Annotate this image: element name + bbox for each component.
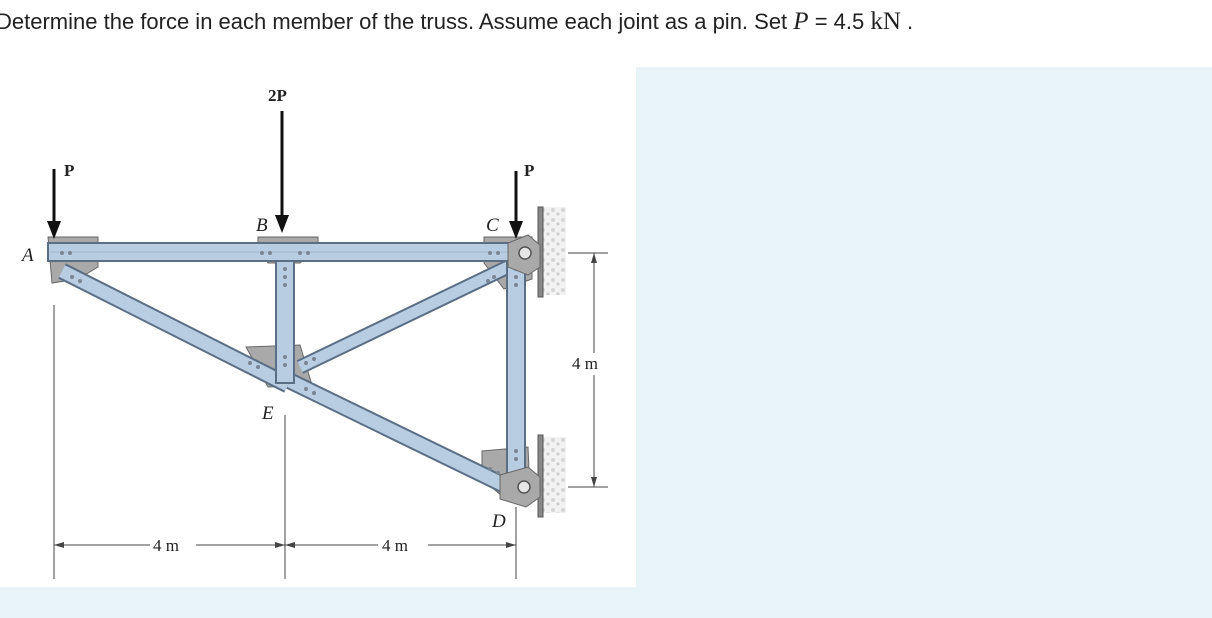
truss-members xyxy=(47,242,526,495)
problem-unit: kN xyxy=(870,8,901,35)
joint-label-e: E xyxy=(261,403,274,424)
joint-label-c: C xyxy=(486,215,499,236)
problem-end: . xyxy=(900,9,914,34)
dim-label-ab: 4 m xyxy=(153,536,179,555)
dim-label-bc: 4 m xyxy=(382,536,408,555)
dimension-lines xyxy=(53,252,608,579)
load-arrowhead-c xyxy=(509,221,523,239)
problem-text: Determine the force in each member of th… xyxy=(0,9,794,34)
load-arrowhead-a xyxy=(47,221,61,239)
load-arrowhead-b xyxy=(275,215,289,233)
load-label-c: P xyxy=(524,161,534,180)
load-label-b: 2P xyxy=(268,86,287,105)
problem-statement: Determine the force in each member of th… xyxy=(0,8,913,36)
load-arrows xyxy=(47,111,523,239)
joint-label-d: D xyxy=(491,511,506,532)
dim-label-cd: 4 m xyxy=(572,354,598,373)
load-label-a: P xyxy=(64,161,74,180)
variable-p: P xyxy=(793,8,809,35)
truss-diagram: P 2P P A B C D E 4 m 4 m 4 m xyxy=(20,86,608,579)
support-c xyxy=(507,206,566,298)
joint-label-b: B xyxy=(256,215,268,236)
dimension-arrowheads xyxy=(54,253,597,548)
support-d xyxy=(499,434,566,531)
truss-figure: P 2P P A B C D E 4 m 4 m 4 m xyxy=(0,67,636,587)
bolts xyxy=(60,251,518,475)
joint-label-a: A xyxy=(20,245,34,266)
problem-equals: = 4.5 xyxy=(808,9,871,34)
